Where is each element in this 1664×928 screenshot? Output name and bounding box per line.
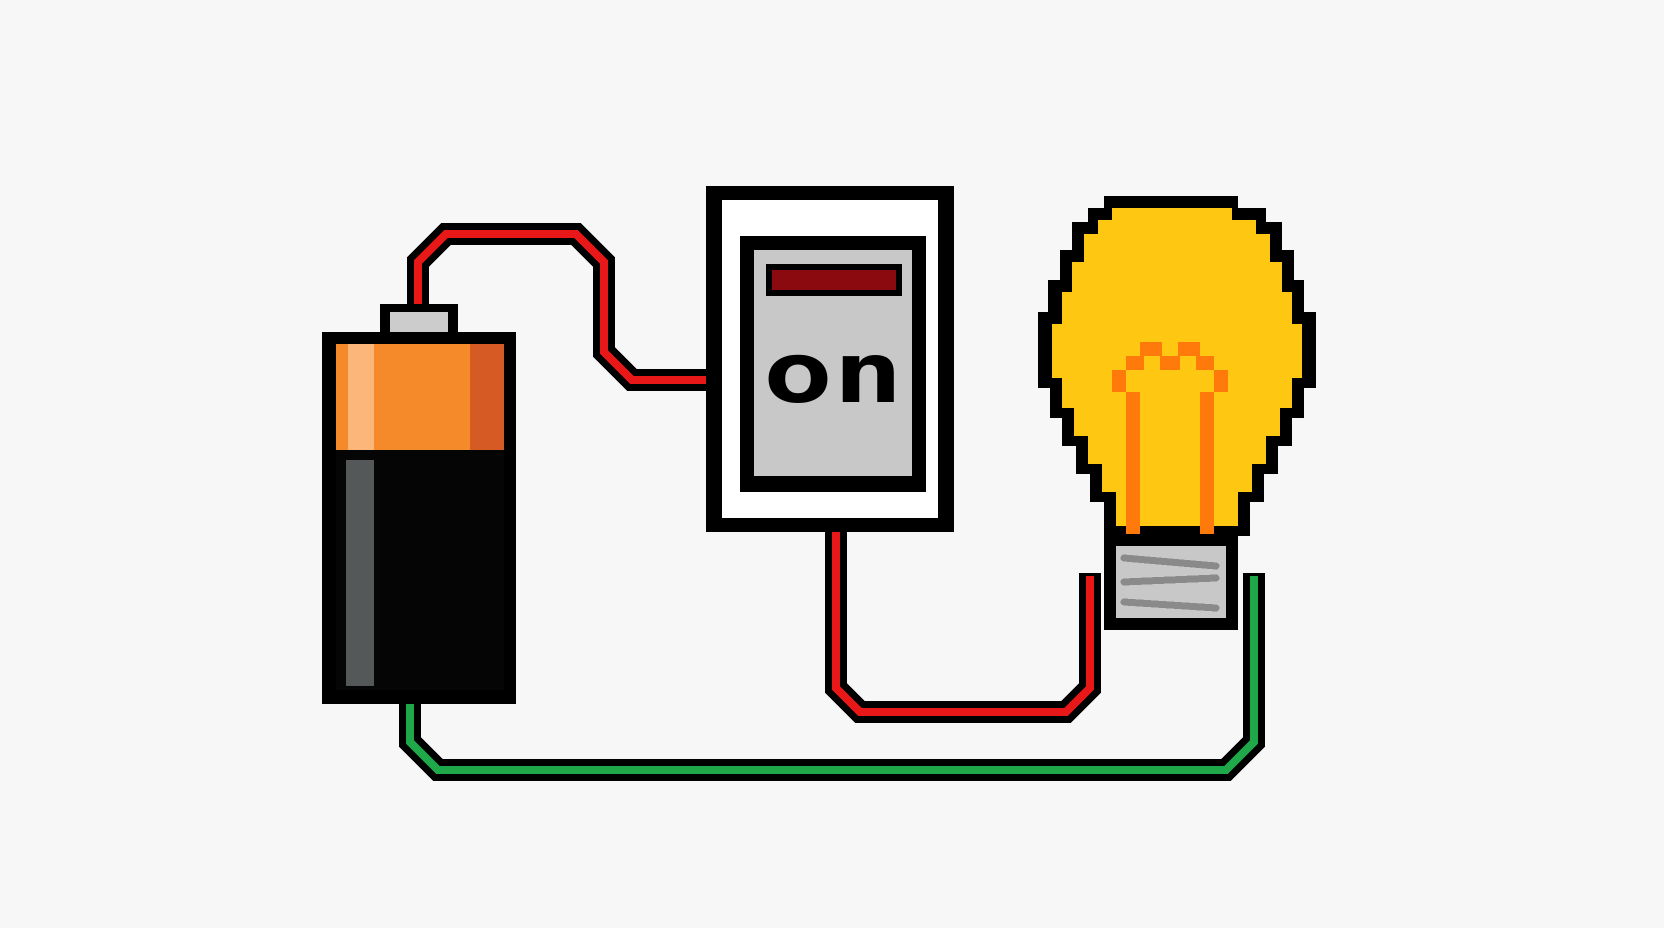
battery-icon: [322, 304, 516, 704]
battery-cap-shade: [470, 344, 504, 450]
wire-return: [399, 573, 1265, 781]
wire-battery-to-switch: [407, 223, 717, 391]
battery-body-highlight: [346, 460, 374, 686]
wire-return-core: [406, 576, 1258, 774]
light-bulb-icon: [1038, 196, 1316, 630]
bulb-base-threads: [1120, 554, 1220, 612]
battery-cap-highlight: [348, 344, 374, 450]
bulb-filament: [1112, 342, 1228, 534]
switch-state-label: on: [763, 324, 903, 422]
switch-icon[interactable]: on: [706, 186, 954, 532]
wire-battery-to-switch-core: [414, 230, 714, 384]
wire-switch-to-bulb-core: [832, 530, 1094, 716]
bulb-filament-glow: [1126, 370, 1214, 380]
switch-indicator: [772, 270, 896, 290]
wire-switch-to-bulb: [825, 519, 1101, 723]
